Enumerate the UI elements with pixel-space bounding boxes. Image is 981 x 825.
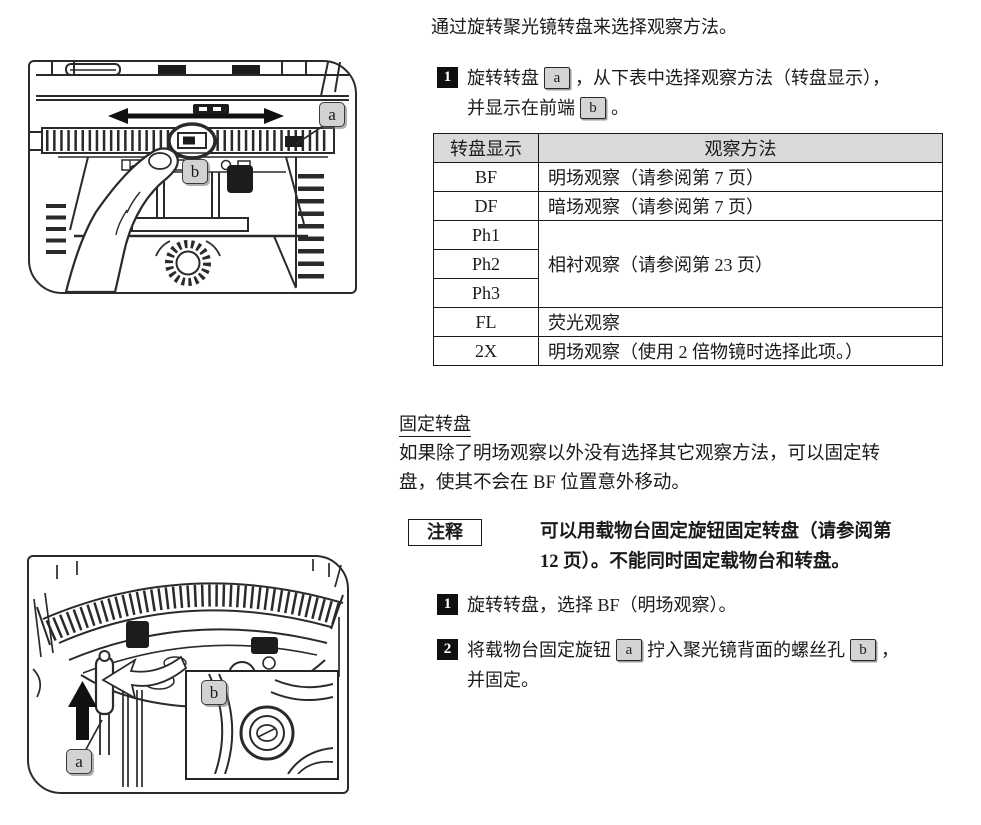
inline-label-b: b	[580, 97, 606, 119]
cell-method: 明场观察（使用 2 倍物镜时选择此项。）	[538, 336, 943, 366]
stage-handle	[65, 63, 121, 76]
note-badge: 注释	[408, 519, 482, 546]
column-header-method: 观察方法	[538, 133, 943, 163]
stage-clip	[158, 65, 186, 74]
table-row: Ph3	[433, 278, 943, 308]
table-row: DF 暗场观察（请参阅第 7 页）	[433, 191, 943, 221]
cell-method-merged: 相衬观察（请参阅第 23 页）	[538, 220, 943, 308]
label-a-leader	[83, 719, 103, 754]
figure-turret-rotation: a b	[28, 60, 357, 294]
cell-method: 明场观察（请参阅第 7 页）	[538, 162, 943, 192]
cell-display: Ph1	[433, 220, 539, 250]
section-heading: 固定转盘	[399, 410, 471, 439]
step-number-badge: 1	[437, 67, 458, 88]
table-row: BF 明场观察（请参阅第 7 页）	[433, 162, 943, 192]
step-line-2: 并固定。	[467, 670, 539, 690]
observation-method-table: 转盘显示 观察方法 BF 明场观察（请参阅第 7 页） DF 暗场观察（请参阅第…	[433, 133, 943, 366]
step-number-badge: 2	[437, 639, 458, 660]
cell-display: DF	[433, 191, 539, 221]
aperture-knob	[165, 240, 211, 286]
figure1-label-b: b	[182, 159, 208, 184]
cell-display: 2X	[433, 336, 539, 366]
inline-label-b: b	[850, 639, 876, 661]
table-header-row: 转盘显示 观察方法	[433, 133, 943, 163]
cell-display: FL	[433, 307, 539, 337]
figure1-label-a: a	[319, 102, 345, 127]
step-text: 旋转转盘，选择 BF（明场观察）。	[467, 595, 737, 615]
step-rotate-to-bf: 1 旋转转盘，选择 BF（明场观察）。	[437, 590, 737, 620]
cell-display: Ph3	[433, 278, 539, 308]
up-arrow-icon	[68, 681, 97, 740]
step-number-badge: 1	[437, 594, 458, 615]
rotate-double-arrow-icon	[108, 108, 284, 124]
cell-method: 暗场观察（请参阅第 7 页）	[538, 191, 943, 221]
table-row: Ph2	[433, 249, 943, 279]
fingertip	[148, 152, 172, 170]
inline-label-a: a	[544, 67, 570, 89]
label-a-leader	[295, 125, 324, 145]
stage-frame	[51, 62, 341, 97]
section-body: 如果除了明场观察以外没有选择其它观察方法，可以固定转盘，使其不会在 BF 位置意…	[399, 444, 881, 493]
column-header-display: 转盘显示	[433, 133, 539, 163]
screw-hole	[239, 705, 295, 761]
intro-paragraph: 通过旋转聚光镜转盘来选择观察方法。	[431, 17, 737, 37]
note-text: 可以用载物台固定旋钮固定转盘（请参阅第 12 页）。不能同时固定载物台和转盘。	[540, 522, 892, 572]
rotate-arrow-icon	[101, 655, 188, 700]
cell-method: 荧光观察	[538, 307, 943, 337]
table-row: 2X 明场观察（使用 2 倍物镜时选择此项。）	[433, 336, 943, 366]
inset-screw-hole-detail: b	[185, 670, 339, 780]
table-row: FL 荧光观察	[433, 307, 943, 337]
table-row: Ph1 相衬观察（请参阅第 23 页）	[433, 220, 943, 308]
note-block: 注释 可以用载物台固定旋钮固定转盘（请参阅第 12 页）。不能同时固定载物台和转…	[408, 517, 928, 579]
stage-lock-knob	[94, 655, 115, 716]
figure2-label-b: b	[201, 680, 227, 705]
cell-display: Ph2	[433, 249, 539, 279]
stage-lines	[36, 74, 349, 101]
figure2-label-a: a	[66, 749, 92, 774]
cell-display: BF	[433, 162, 539, 192]
figure-turret-lock: b a	[27, 555, 349, 794]
inline-label-a: a	[616, 639, 642, 661]
stage-clip	[232, 65, 260, 74]
turret-illustration	[30, 62, 349, 292]
